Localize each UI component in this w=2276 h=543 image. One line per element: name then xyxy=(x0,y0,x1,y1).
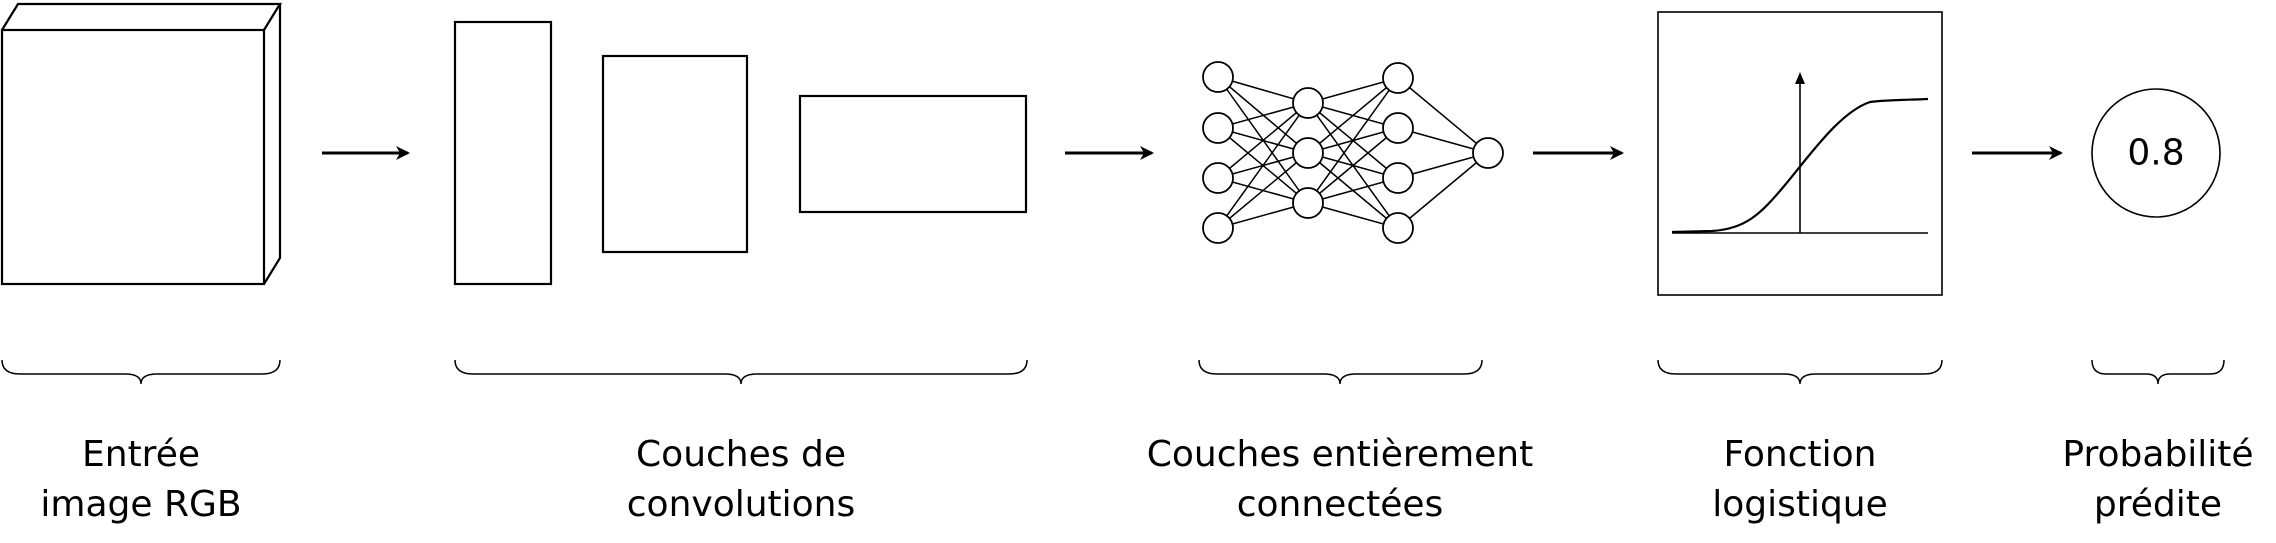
label-conv-line1: Couches de xyxy=(636,434,846,475)
label-logistic-line2: logistique xyxy=(1712,484,1888,525)
nn-edge xyxy=(1397,77,1489,154)
logistic-curve xyxy=(1671,97,1929,234)
braces xyxy=(1,359,2225,385)
nn-edge xyxy=(1307,77,1399,154)
nn-edge xyxy=(1397,152,1489,229)
brace-conv xyxy=(454,359,1028,385)
brace-input xyxy=(1,359,281,385)
nn-node-layer2-1 xyxy=(1292,87,1324,119)
nn-node-layer2-3 xyxy=(1292,187,1324,219)
output-circle xyxy=(2091,88,2221,218)
logistic-function-plot xyxy=(1657,11,1943,296)
nn-node-layer3-4 xyxy=(1382,212,1414,244)
logistic-y-axis-arrowhead xyxy=(1795,72,1805,84)
nn-node-layer3-3 xyxy=(1382,162,1414,194)
label-output-line2: prédite xyxy=(2094,484,2222,525)
nn-node-layer3-1 xyxy=(1382,62,1414,94)
conv-map-2 xyxy=(601,54,749,254)
label-logistic-line1: Fonction xyxy=(1723,434,1876,475)
label-fc-line1: Couches entièrement xyxy=(1147,434,1533,475)
output-value: 0.8 xyxy=(2127,133,2184,174)
label-fc-line2: connectées xyxy=(1237,484,1444,525)
nn-edge xyxy=(1217,102,1309,229)
logistic-frame xyxy=(1657,11,1943,296)
brace-fc xyxy=(1198,359,1483,385)
nn-edge xyxy=(1217,102,1309,179)
nn-edge xyxy=(1307,77,1399,204)
input-image-cube xyxy=(0,2,282,286)
nn-node-layer3-2 xyxy=(1382,112,1414,144)
nn-node-layer1-1 xyxy=(1202,61,1234,93)
neural-network xyxy=(1202,61,1504,244)
brace-logistic xyxy=(1657,359,1943,385)
conv-map-3 xyxy=(798,94,1028,214)
output-probability: 0.8 xyxy=(2091,88,2221,218)
nn-node-layer4-1 xyxy=(1472,137,1504,169)
nn-node-layer1-4 xyxy=(1202,212,1234,244)
label-input-line2: image RGB xyxy=(40,484,241,525)
label-input-line1: Entrée xyxy=(82,434,200,475)
nn-node-layer1-3 xyxy=(1202,162,1234,194)
nn-edge xyxy=(1217,152,1309,229)
nn-node-layer1-2 xyxy=(1202,112,1234,144)
label-conv-line2: convolutions xyxy=(627,484,856,525)
nn-node-layer2-2 xyxy=(1292,137,1324,169)
label-output-line1: Probabilité xyxy=(2062,434,2253,475)
brace-output xyxy=(2091,359,2225,385)
conv-feature-maps xyxy=(453,20,1028,286)
nn-edge xyxy=(1307,127,1399,204)
stage-labels: Entrée image RGB Couches de convolutions… xyxy=(40,434,2253,525)
conv-map-1 xyxy=(453,20,553,286)
